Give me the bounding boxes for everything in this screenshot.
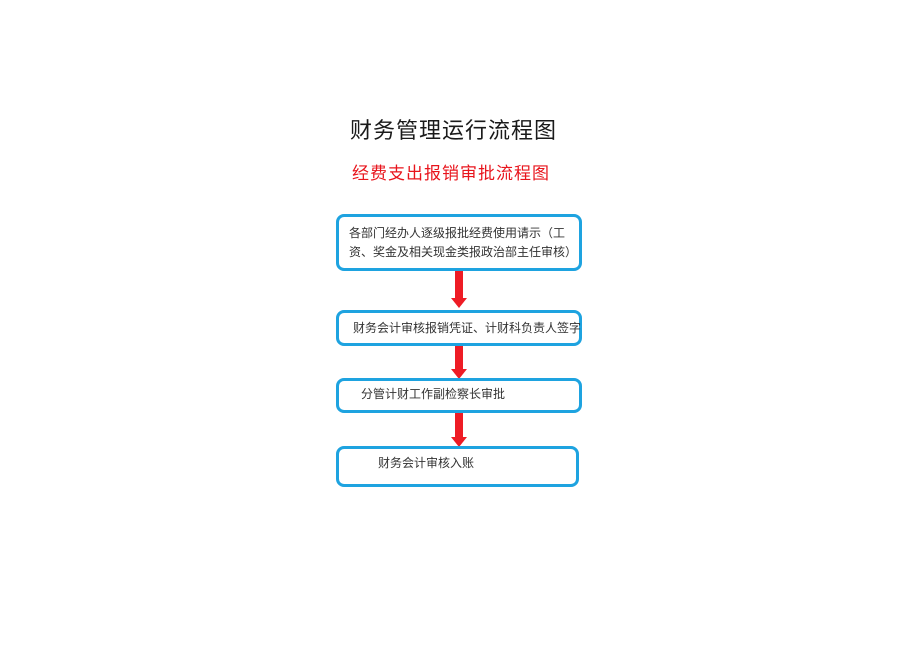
flowchart-subtitle: 经费支出报销审批流程图 xyxy=(352,164,550,184)
flow-step-submit-request: 各部门经办人逐级报批经费使用请示（工资、奖金及相关现金类报政治部主任审核） xyxy=(336,214,582,271)
flow-step-label: 财务会计审核入账 xyxy=(378,456,475,470)
arrow-down-icon xyxy=(451,346,467,379)
flow-step-label: 财务会计审核报销凭证、计财科负责人签字 xyxy=(353,321,582,335)
arrow-down-icon xyxy=(451,413,467,447)
flow-step-deputy-approval: 分管计财工作副检察长审批 xyxy=(336,378,582,413)
flow-step-label: 分管计财工作副检察长审批 xyxy=(361,387,506,401)
flow-step-label: 各部门经办人逐级报批经费使用请示（工资、奖金及相关现金类报政治部主任审核） xyxy=(349,226,578,259)
flow-step-accountant-review: 财务会计审核报销凭证、计财科负责人签字 xyxy=(336,310,582,346)
flow-step-bookkeeping: 财务会计审核入账 xyxy=(336,446,579,487)
page-title: 财务管理运行流程图 xyxy=(350,119,558,144)
arrow-down-icon xyxy=(451,271,467,308)
